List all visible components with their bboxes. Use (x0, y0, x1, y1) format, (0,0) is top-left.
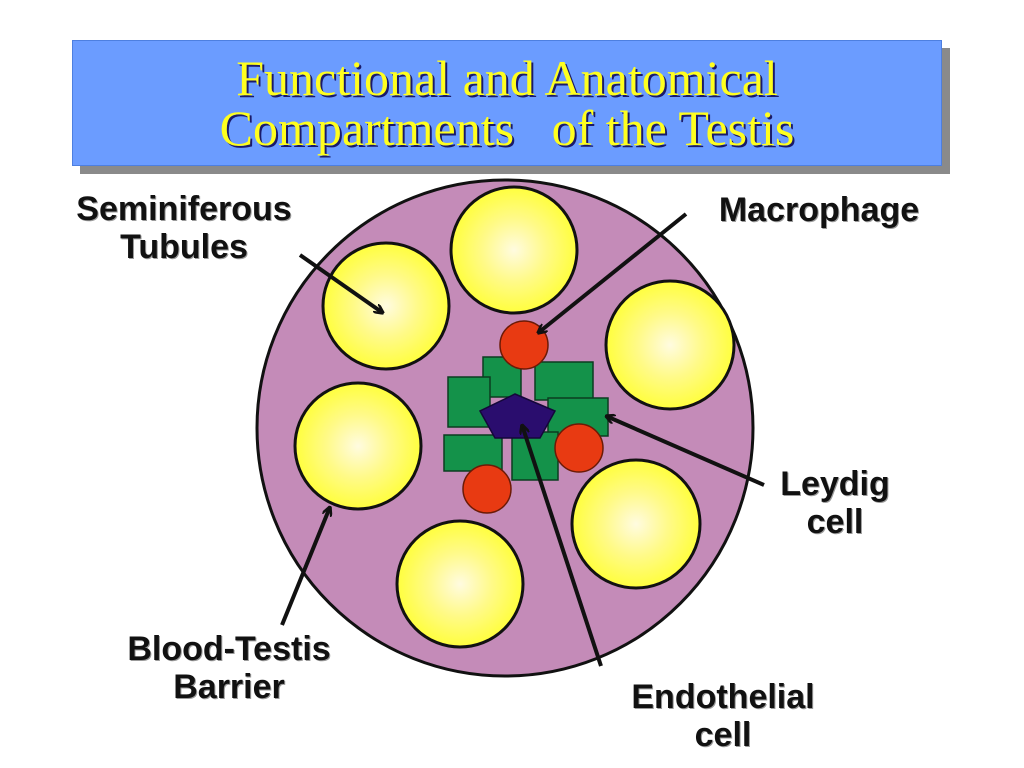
label-seminiferous-line2: Tubules (120, 228, 248, 266)
tubule-left (293, 381, 423, 511)
tubule-top (449, 185, 579, 315)
tubule-lower-right (570, 458, 702, 590)
label-blood-testis-line1: Blood-Testis (127, 630, 331, 668)
label-endothelial-line1: Endothelial (631, 678, 815, 716)
tubule-upper-right (604, 279, 736, 411)
label-seminiferous-tubules: Seminiferous Tubules (48, 190, 320, 266)
label-blood-testis-line2: Barrier (173, 668, 285, 706)
label-macrophage-text: Macrophage (718, 191, 920, 229)
endothelial-cell (478, 393, 557, 439)
label-seminiferous-line1: Seminiferous (76, 190, 292, 228)
title-line-2: Compartments of the Testis (219, 100, 795, 156)
leydig-cell (534, 361, 594, 401)
label-macrophage: Macrophage (690, 191, 948, 229)
arrow-endothelial (522, 425, 603, 667)
arrow-leydig (606, 416, 765, 487)
title-banner: Functional and Anatomical Compartments o… (72, 40, 942, 166)
label-leydig-line1: Leydig (780, 465, 890, 503)
tubule-upper-left (321, 241, 451, 371)
label-arrows (280, 212, 765, 667)
macrophage-cell (462, 464, 512, 514)
label-blood-testis-barrier: Blood-Testis Barrier (98, 630, 360, 706)
arrow-macrophage (538, 212, 688, 333)
leydig-cell (447, 376, 491, 428)
arrow-blood-testis (280, 507, 330, 626)
label-endothelial-line2: cell (694, 716, 752, 754)
seminiferous-tubules (293, 185, 736, 649)
label-endothelial-cell: Endothelial cell (598, 678, 848, 754)
macrophages (462, 320, 604, 514)
leydig-cell (511, 431, 559, 481)
label-leydig-line2: cell (806, 503, 864, 541)
arrow-seminiferous (298, 253, 383, 313)
tubule-bottom (395, 519, 525, 649)
macrophage-cell (554, 423, 604, 473)
title-line-1: Functional and Anatomical (236, 50, 778, 106)
label-leydig-cell: Leydig cell (760, 465, 910, 541)
